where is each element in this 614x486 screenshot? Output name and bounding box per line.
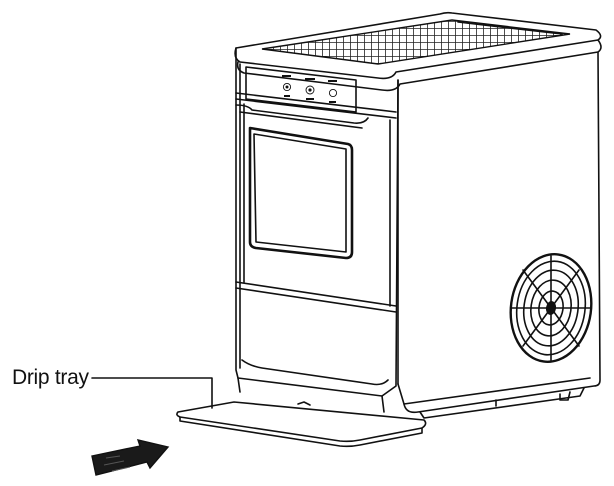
mode-button-icon <box>328 88 338 98</box>
power-button-icon <box>282 82 292 92</box>
fan-grille-icon <box>509 253 593 363</box>
front-door <box>235 103 391 307</box>
top-vent-grate <box>261 19 571 65</box>
drip-tray-label: Drip tray <box>12 366 89 389</box>
drip-tray <box>176 401 427 448</box>
lower-front <box>237 359 389 413</box>
door-window <box>248 126 354 260</box>
front-body <box>235 47 399 397</box>
insert-arrow-icon <box>91 439 170 476</box>
top-lid <box>234 11 602 92</box>
control-panel <box>245 66 357 113</box>
right-side-panel <box>397 51 601 419</box>
callout-leader-line <box>91 377 213 409</box>
size-button-icon <box>305 85 315 95</box>
